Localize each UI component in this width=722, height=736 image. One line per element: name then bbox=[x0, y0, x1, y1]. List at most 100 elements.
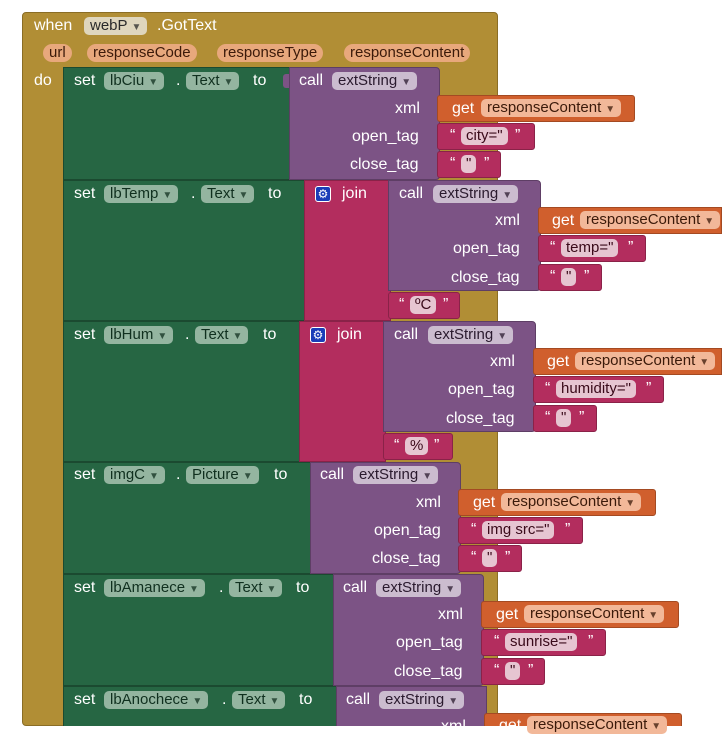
call-label: call bbox=[394, 326, 419, 343]
dropdown-arrow-icon: ▼ bbox=[189, 584, 199, 595]
string-value[interactable]: " bbox=[561, 268, 577, 286]
close-quote: ” bbox=[484, 155, 490, 172]
component-name: lbAnochece bbox=[110, 691, 189, 708]
event-component-dropdown[interactable]: webP▼ bbox=[84, 17, 148, 35]
string-value[interactable]: temp=" bbox=[561, 239, 619, 257]
event-param-responsetype[interactable]: responseType bbox=[217, 44, 324, 62]
set-block-lbhum[interactable] bbox=[63, 321, 302, 462]
close-quote: ” bbox=[646, 380, 652, 397]
procedure-name: extString bbox=[439, 185, 499, 202]
procedure-dropdown[interactable]: extString▼ bbox=[353, 466, 439, 484]
event-param-responsecode[interactable]: responseCode bbox=[87, 44, 197, 62]
component-dropdown-imgc[interactable]: imgC▼ bbox=[104, 466, 165, 484]
xml-label: xml bbox=[490, 353, 515, 370]
component-dropdown-lbhum[interactable]: lbHum▼ bbox=[104, 326, 174, 344]
procedure-name: extString bbox=[338, 72, 398, 89]
property-dropdown-lbciu[interactable]: Text▼ bbox=[186, 72, 240, 90]
join-label: join bbox=[342, 185, 367, 202]
procedure-dropdown[interactable]: extString▼ bbox=[376, 579, 462, 597]
close-tag-label: close_tag bbox=[372, 550, 441, 567]
dropdown-arrow-icon: ▼ bbox=[648, 610, 659, 621]
get-var-dropdown[interactable]: responseContent▼ bbox=[501, 493, 642, 511]
join-block-lbtemp[interactable] bbox=[304, 180, 391, 321]
procedure-dropdown[interactable]: extString▼ bbox=[428, 326, 514, 344]
string-value[interactable]: ºC bbox=[410, 296, 437, 314]
dropdown-arrow-icon: ▼ bbox=[497, 331, 508, 342]
procedure-dropdown[interactable]: extString▼ bbox=[379, 691, 465, 709]
dropdown-arrow-icon: ▼ bbox=[238, 190, 249, 201]
property-dropdown-lbtemp[interactable]: Text▼ bbox=[201, 185, 255, 203]
component-dropdown-lbanochece[interactable]: lbAnochece▼ bbox=[104, 691, 209, 709]
open-tag-label: open_tag bbox=[374, 522, 441, 539]
component-dropdown-lbciu[interactable]: lbCiu▼ bbox=[104, 72, 165, 90]
procedure-name: extString bbox=[385, 691, 445, 708]
dropdown-arrow-icon: ▼ bbox=[269, 696, 280, 707]
event-param-responsecontent[interactable]: responseContent bbox=[344, 44, 471, 62]
component-name: lbTemp bbox=[110, 185, 159, 202]
set-label: set bbox=[74, 72, 96, 89]
close-tag-label: close_tag bbox=[394, 663, 463, 680]
string-value[interactable]: " bbox=[505, 662, 521, 680]
get-var-dropdown[interactable]: responseContent▼ bbox=[580, 211, 721, 229]
component-dropdown-lbamanece[interactable]: lbAmanece▼ bbox=[104, 579, 205, 597]
to-label: to bbox=[253, 72, 267, 89]
close-quote: ” bbox=[515, 127, 521, 144]
string-value[interactable]: humidity=" bbox=[556, 380, 636, 398]
component-name: lbAmanece bbox=[110, 579, 186, 596]
procedure-dropdown[interactable]: extString▼ bbox=[332, 72, 418, 90]
procedure-name: extString bbox=[359, 466, 419, 483]
open-quote: “ bbox=[550, 268, 556, 285]
dropdown-arrow-icon: ▼ bbox=[157, 331, 168, 342]
to-label: to bbox=[299, 691, 313, 708]
mutator-gear-icon[interactable]: ⚙ bbox=[310, 327, 326, 343]
string-value[interactable]: city=" bbox=[461, 127, 508, 145]
open-quote: “ bbox=[545, 380, 551, 397]
property-dropdown-lbhum[interactable]: Text▼ bbox=[195, 326, 249, 344]
close-quote: ” bbox=[434, 437, 440, 454]
get-var-dropdown[interactable]: responseContent▼ bbox=[527, 716, 668, 734]
component-name: imgC bbox=[110, 466, 146, 483]
call-label: call bbox=[399, 185, 424, 202]
set-block-lbtemp[interactable] bbox=[63, 180, 307, 321]
property-name: Text bbox=[238, 691, 266, 708]
open-tag-label: open_tag bbox=[352, 128, 419, 145]
open-tag-label: open_tag bbox=[448, 381, 515, 398]
set-block-lbciu[interactable] bbox=[63, 67, 292, 180]
set-label: set bbox=[74, 466, 96, 483]
get-var-dropdown[interactable]: responseContent▼ bbox=[575, 352, 716, 370]
string-value[interactable]: sunrise=" bbox=[505, 633, 578, 651]
string-value[interactable]: % bbox=[405, 437, 429, 455]
string-value[interactable]: img src=" bbox=[482, 521, 555, 539]
get-var-dropdown[interactable]: responseContent▼ bbox=[481, 99, 622, 117]
dot-label: . bbox=[176, 72, 181, 89]
get-var-dropdown[interactable]: responseContent▼ bbox=[524, 605, 665, 623]
string-value[interactable]: " bbox=[461, 155, 477, 173]
to-label: to bbox=[268, 185, 282, 202]
close-quote: ” bbox=[579, 409, 585, 426]
get-var-name: responseContent bbox=[533, 716, 648, 733]
dropdown-arrow-icon: ▼ bbox=[148, 77, 159, 88]
dropdown-arrow-icon: ▼ bbox=[704, 216, 715, 227]
xml-label: xml bbox=[441, 718, 466, 735]
mutator-gear-icon[interactable]: ⚙ bbox=[315, 186, 331, 202]
string-value[interactable]: " bbox=[556, 409, 572, 427]
dropdown-arrow-icon: ▼ bbox=[625, 498, 636, 509]
dropdown-arrow-icon: ▼ bbox=[192, 696, 203, 707]
open-tag-label: open_tag bbox=[396, 634, 463, 651]
event-component-name: webP bbox=[90, 17, 128, 34]
component-dropdown-lbtemp[interactable]: lbTemp▼ bbox=[104, 185, 179, 203]
open-quote: “ bbox=[494, 633, 500, 650]
property-dropdown-lbamanece[interactable]: Text▼ bbox=[229, 579, 283, 597]
do-label: do bbox=[34, 72, 52, 89]
procedure-dropdown[interactable]: extString▼ bbox=[433, 185, 519, 203]
set-label: set bbox=[74, 326, 96, 343]
string-value[interactable]: " bbox=[482, 549, 498, 567]
close-quote: ” bbox=[584, 268, 590, 285]
property-dropdown-imgc[interactable]: Picture▼ bbox=[186, 466, 259, 484]
property-dropdown-lbanochece[interactable]: Text▼ bbox=[232, 691, 286, 709]
get-label: get bbox=[473, 494, 496, 511]
event-param-url[interactable]: url bbox=[43, 44, 72, 62]
get-var-name: responseContent bbox=[507, 493, 622, 510]
call-label: call bbox=[343, 579, 368, 596]
close-tag-label: close_tag bbox=[350, 156, 419, 173]
